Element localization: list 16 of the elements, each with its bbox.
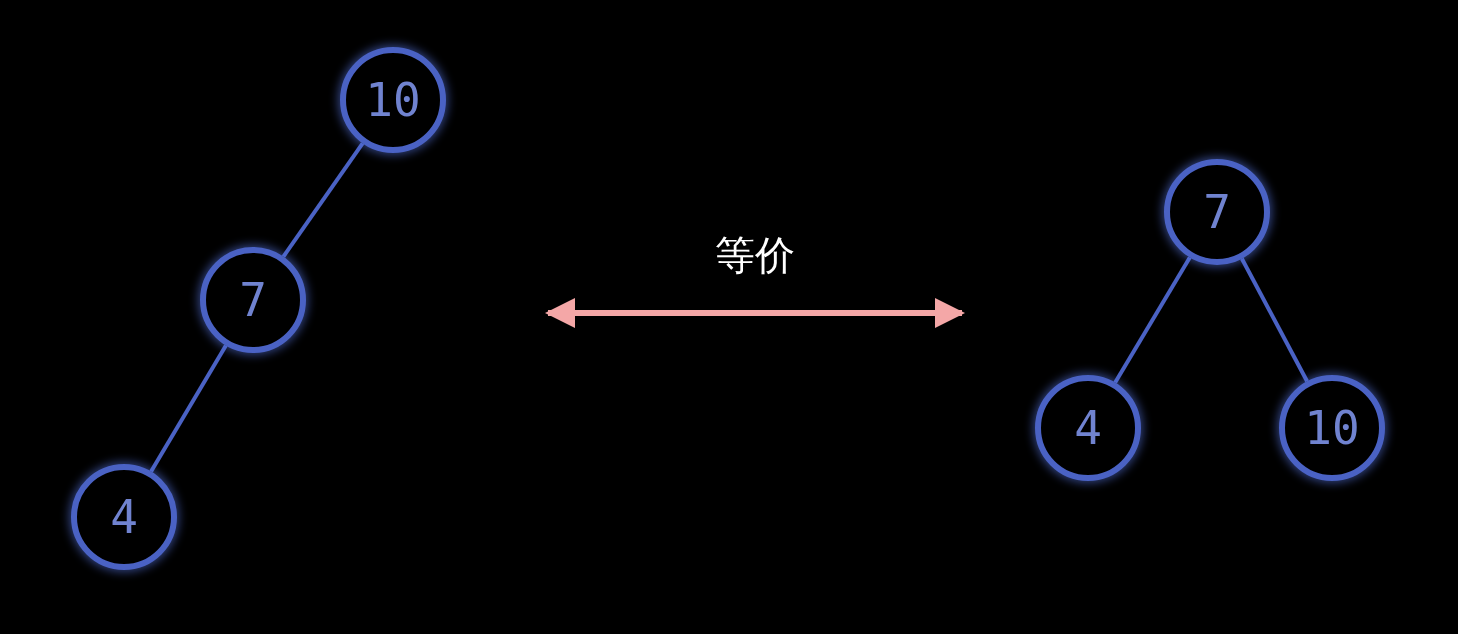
tree-node-circle <box>1035 375 1141 481</box>
node-value: 4 <box>1074 405 1102 451</box>
tree-edge <box>149 344 228 473</box>
node-value: 10 <box>365 77 421 123</box>
tree-node-circle <box>71 464 177 570</box>
tree-edge <box>1240 257 1309 383</box>
tree-node-circle <box>1279 375 1385 481</box>
node-value: 4 <box>110 494 138 540</box>
node-value: 10 <box>1304 405 1360 451</box>
tree-node-circle <box>340 47 446 153</box>
node-value: 7 <box>1203 189 1231 235</box>
tree-edge <box>1113 256 1192 384</box>
node-value: 7 <box>239 277 267 323</box>
tree-node-circle <box>1164 159 1270 265</box>
tree-node-circle <box>200 247 306 353</box>
tree-edge <box>281 142 365 258</box>
